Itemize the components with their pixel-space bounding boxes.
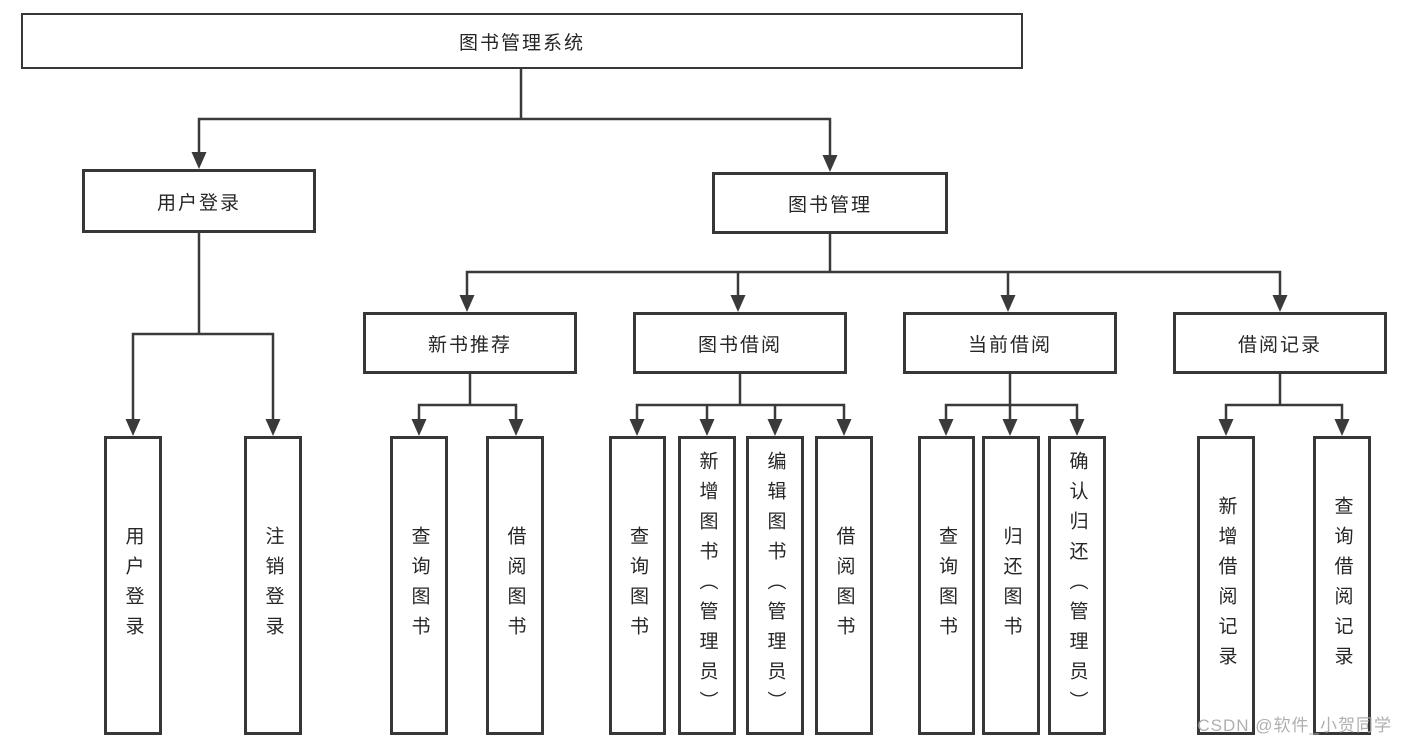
connector [197, 66, 832, 157]
arrowhead [1069, 419, 1085, 436]
connector [944, 372, 1079, 421]
node-borrowing-records: 借阅记录 [1173, 312, 1387, 374]
node-new-book-recommend: 新书推荐 [363, 312, 577, 374]
arrowhead [265, 419, 281, 436]
arrowhead [1000, 295, 1016, 312]
node-user-login-group: 用户登录 [82, 169, 316, 233]
node-root: 图书管理系统 [21, 13, 1023, 69]
arrowhead [836, 419, 852, 436]
arrowhead [730, 295, 746, 312]
leaf-user-login: 用户登录 [104, 436, 162, 735]
arrowhead [629, 419, 645, 436]
leaf-br-query-record-label: 查询借阅记录 [1331, 495, 1353, 676]
arrowhead [411, 419, 427, 436]
arrowhead [699, 419, 715, 436]
leaf-bb-edit-books-admin-label: 编辑图书（管理员） [764, 450, 786, 721]
arrowhead [1272, 295, 1288, 312]
leaf-cb-return-books: 归还图书 [982, 436, 1040, 735]
leaf-bb-add-books-admin-label: 新增图书（管理员） [696, 450, 718, 721]
node-new-book-recommend-label: 新书推荐 [427, 334, 512, 356]
node-borrowing-records-label: 借阅记录 [1237, 334, 1322, 356]
arrowhead [767, 419, 783, 436]
connector [465, 232, 1282, 297]
leaf-cb-query-books: 查询图书 [918, 436, 975, 735]
watermark: CSDN @软件_小贺同学 [1197, 716, 1392, 735]
leaf-bb-query-books: 查询图书 [609, 436, 666, 735]
arrowhead [822, 155, 838, 172]
arrowhead [508, 419, 524, 436]
node-current-borrowing: 当前借阅 [903, 312, 1117, 374]
leaf-user-login-label: 用户登录 [122, 525, 144, 646]
leaf-logout-login: 注销登录 [244, 436, 302, 735]
leaf-br-query-record: 查询借阅记录 [1313, 436, 1371, 735]
leaf-cb-return-books-label: 归还图书 [1000, 525, 1022, 646]
arrowhead [125, 419, 141, 436]
leaf-nbr-query-books-label: 查询图书 [408, 525, 430, 646]
leaf-bb-query-books-label: 查询图书 [627, 525, 648, 646]
node-book-management-group: 图书管理 [712, 172, 948, 234]
arrowhead [459, 295, 475, 312]
leaf-nbr-borrow-books: 借阅图书 [486, 436, 544, 735]
node-book-borrowing: 图书借阅 [633, 312, 847, 374]
node-book-borrowing-label: 图书借阅 [697, 334, 782, 356]
node-current-borrowing-label: 当前借阅 [967, 334, 1052, 356]
leaf-cb-query-books-label: 查询图书 [936, 525, 957, 646]
node-user-login-group-label: 用户登录 [156, 192, 241, 214]
connector [417, 372, 518, 421]
arrowhead [191, 152, 207, 169]
leaf-bb-add-books-admin: 新增图书（管理员） [678, 436, 736, 735]
leaf-nbr-query-books: 查询图书 [390, 436, 448, 735]
arrowhead [938, 419, 954, 436]
leaf-logout-login-label: 注销登录 [262, 525, 284, 646]
node-root-label: 图书管理系统 [458, 32, 585, 54]
leaf-cb-confirm-return-admin-label: 确认归还（管理员） [1066, 450, 1088, 721]
leaf-bb-borrow-books: 借阅图书 [815, 436, 873, 735]
arrowhead [1002, 419, 1018, 436]
node-book-management-group-label: 图书管理 [787, 194, 872, 216]
arrowhead [1334, 419, 1350, 436]
leaf-bb-edit-books-admin: 编辑图书（管理员） [746, 436, 804, 735]
leaf-nbr-borrow-books-label: 借阅图书 [504, 525, 526, 646]
leaf-br-add-record-label: 新增借阅记录 [1215, 495, 1237, 676]
connector [635, 372, 846, 421]
leaf-br-add-record: 新增借阅记录 [1197, 436, 1255, 735]
leaf-cb-confirm-return-admin: 确认归还（管理员） [1048, 436, 1106, 735]
arrowhead [1218, 419, 1234, 436]
connector [131, 231, 275, 421]
leaf-bb-borrow-books-label: 借阅图书 [833, 525, 855, 646]
connector [1224, 372, 1344, 421]
